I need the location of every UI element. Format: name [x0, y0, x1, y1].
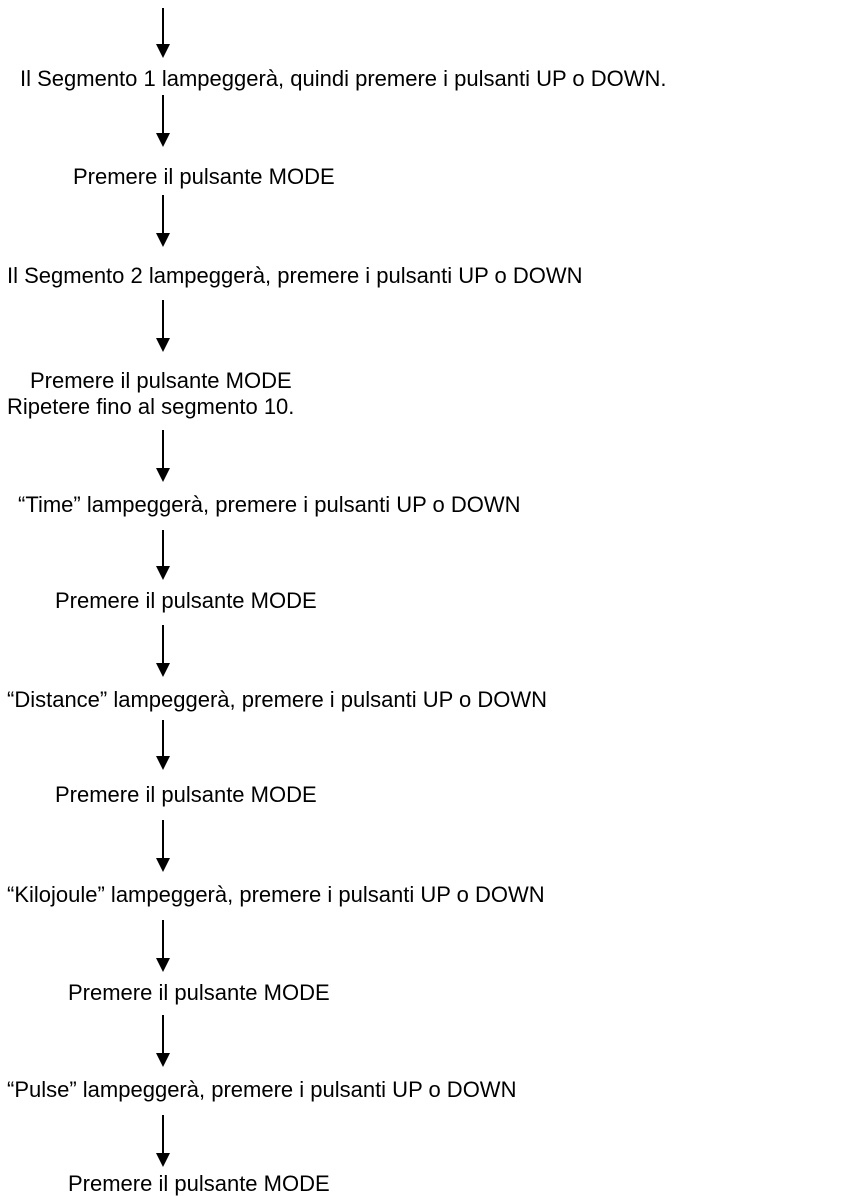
- down-arrow-icon: [156, 195, 170, 247]
- step-repeat-note: Ripetere fino al segmento 10.: [7, 394, 295, 419]
- step-press-mode: Premere il pulsante MODE: [73, 164, 335, 189]
- step-kilojoule: “Kilojoule” lampeggerà, premere i pulsan…: [7, 882, 545, 907]
- step-time: “Time” lampeggerà, premere i pulsanti UP…: [18, 492, 521, 517]
- step-press-mode: Premere il pulsante MODE: [55, 588, 317, 613]
- step-segment-2: Il Segmento 2 lampeggerà, premere i puls…: [7, 263, 583, 288]
- down-arrow-icon: [156, 920, 170, 972]
- down-arrow-icon: [156, 625, 170, 677]
- down-arrow-icon: [156, 300, 170, 352]
- step-press-mode: Premere il pulsante MODE: [55, 782, 317, 807]
- step-press-mode: Premere il pulsante MODE: [68, 1171, 330, 1196]
- down-arrow-icon: [156, 1115, 170, 1167]
- down-arrow-icon: [156, 530, 170, 580]
- down-arrow-icon: [156, 8, 170, 58]
- down-arrow-icon: [156, 720, 170, 770]
- down-arrow-icon: [156, 820, 170, 872]
- down-arrow-icon: [156, 95, 170, 147]
- down-arrow-icon: [156, 1015, 170, 1067]
- step-press-mode: Premere il pulsante MODE: [30, 368, 292, 393]
- step-pulse: “Pulse” lampeggerà, premere i pulsanti U…: [7, 1077, 517, 1102]
- step-press-mode: Premere il pulsante MODE: [68, 980, 330, 1005]
- step-segment-1: Il Segmento 1 lampeggerà, quindi premere…: [20, 66, 667, 91]
- down-arrow-icon: [156, 430, 170, 482]
- step-distance: “Distance” lampeggerà, premere i pulsant…: [7, 687, 548, 712]
